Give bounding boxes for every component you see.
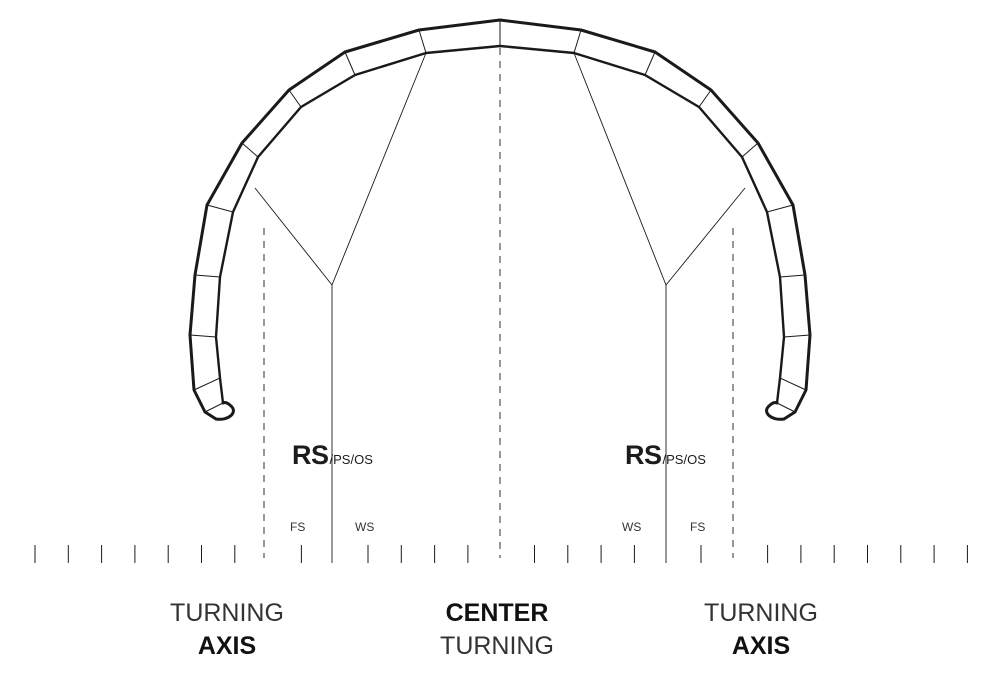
ws-label-right: WS xyxy=(622,520,642,534)
strut-separator-right xyxy=(698,89,712,108)
wingtip-left xyxy=(214,401,235,421)
rs-left-sub: /PS/OS xyxy=(329,452,373,467)
strut-separator-right xyxy=(741,142,759,158)
strut-separator-left xyxy=(194,274,221,278)
axis-lines xyxy=(263,48,734,558)
strut-separator-left xyxy=(204,402,224,413)
bridle-right-inner xyxy=(573,52,667,286)
caption-center-line1: CENTER xyxy=(445,599,549,627)
caption-center: CENTER TURNING xyxy=(377,597,617,663)
rs-label-right: RS/PS/OS xyxy=(625,440,706,471)
fs-label-right: FS xyxy=(690,520,706,534)
strut-separator-right xyxy=(783,334,811,338)
strut-separator-left xyxy=(206,204,234,213)
bridle-left-outer xyxy=(254,187,333,286)
strut-separator-right xyxy=(779,274,806,278)
strut-separator-left xyxy=(344,51,356,76)
rs-right-main: RS xyxy=(625,440,662,470)
caption-left-line2: AXIS xyxy=(197,632,257,660)
caption-left-line1: TURNING xyxy=(170,599,284,627)
strut-separator-left xyxy=(189,334,217,338)
rs-right-sub: /PS/OS xyxy=(662,452,706,467)
ws-label-left: WS xyxy=(355,520,375,534)
strut-separator-left xyxy=(418,29,427,54)
strut-separator-right xyxy=(766,204,794,213)
caption-center-line2: TURNING xyxy=(440,632,554,660)
bridle-right-outer xyxy=(665,187,746,286)
strut-separator-right xyxy=(573,29,582,54)
bridle-left-inner xyxy=(331,52,427,286)
caption-right-line2: AXIS xyxy=(731,632,791,660)
strut-separator-right xyxy=(779,377,807,391)
kite-canopy xyxy=(188,18,812,421)
strut-separator-right xyxy=(776,402,796,413)
strut-separator-left xyxy=(241,142,259,158)
bridle-lines xyxy=(254,52,746,563)
rs-label-left: RS/PS/OS xyxy=(292,440,373,471)
tick-ruler xyxy=(34,545,968,563)
rs-left-main: RS xyxy=(292,440,329,470)
wingtip-right xyxy=(765,401,786,421)
strut-separator-left xyxy=(193,377,221,391)
caption-right: TURNING AXIS xyxy=(641,597,881,663)
caption-right-line1: TURNING xyxy=(704,599,818,627)
fs-label-left: FS xyxy=(290,520,306,534)
strut-separator-left xyxy=(288,89,302,108)
caption-left: TURNING AXIS xyxy=(107,597,347,663)
strut-separator-right xyxy=(644,51,656,76)
